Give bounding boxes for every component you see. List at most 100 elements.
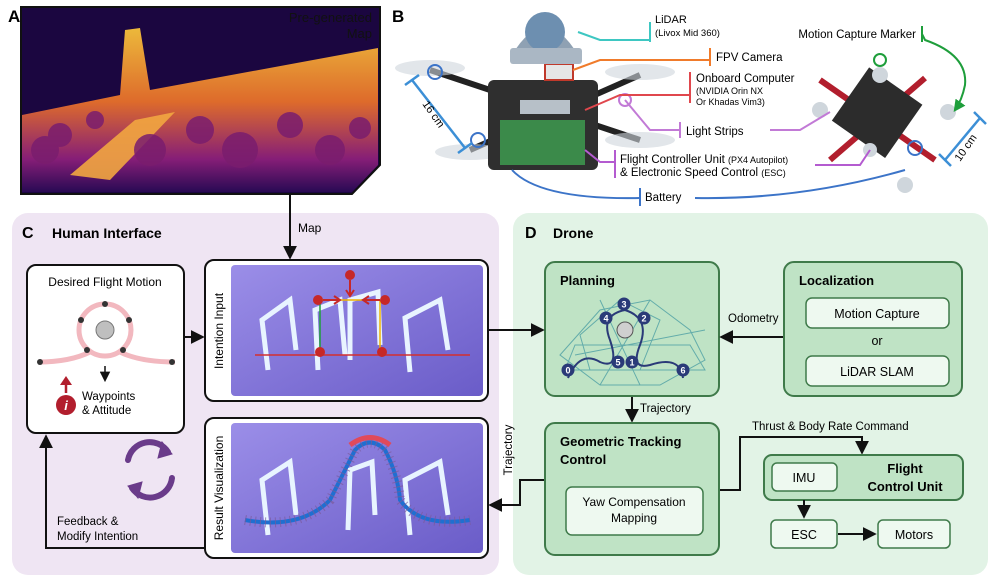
motion-capture-box — [805, 297, 950, 329]
yaw-compensation-label-1: Yaw Compensation — [582, 495, 685, 509]
planning-waypoint-number: 4 — [603, 314, 608, 324]
localization-title: Localization — [799, 273, 874, 288]
esc-label: ESC — [791, 528, 817, 542]
planning-waypoint-node — [676, 363, 690, 377]
dimension-right-label: 10 cm — [953, 132, 980, 163]
info-icon — [56, 395, 76, 415]
fpv-label: FPV Camera — [716, 52, 783, 64]
intention-drag-arrows — [323, 280, 380, 305]
info-icon-glyph: i — [64, 398, 68, 413]
geometric-tracking-title-1: Geometric Tracking — [560, 434, 681, 449]
feedback-label-2: Modify Intention — [57, 531, 138, 543]
light-strip-label: Light Strips — [686, 126, 744, 138]
trajectory-side-label: Trajectory — [503, 424, 515, 475]
light-strip-callout-right — [770, 111, 831, 131]
geometric-tracking-title-2: Control — [560, 452, 606, 467]
lidar-callout — [577, 31, 650, 41]
planning-waypoint-number: 2 — [641, 314, 646, 324]
trajectory-to-result-arrow — [488, 479, 544, 512]
motors-box — [877, 519, 951, 549]
thrust-command-label: Thrust & Body Rate Command — [752, 421, 909, 433]
planning-waypoint-node — [637, 311, 651, 325]
planning-waypoint-number: 5 — [615, 358, 620, 368]
dimension-left-label: 16 cm — [420, 99, 447, 130]
lidar-label: LiDAR — [655, 14, 687, 26]
onboard-label: Onboard Computer — [696, 73, 795, 85]
map-arrow-label: Map — [298, 221, 322, 235]
fcu-label-1: Flight Controller Unit (PX4 Autopilot) — [620, 154, 788, 166]
small-drone-image — [812, 53, 956, 193]
result-visualization-label: Result Visualization — [212, 436, 226, 541]
thrust-command-arrow — [720, 436, 869, 491]
fcu-label-2: & Electronic Speed Control (ESC) — [620, 167, 786, 179]
yaw-compensation-box — [565, 486, 704, 536]
planning-waypoint-node — [611, 355, 625, 369]
intention-gates — [259, 288, 451, 373]
planning-waypoint-node — [599, 311, 613, 325]
feedback-arrow — [39, 434, 205, 549]
fcu-callout — [584, 149, 615, 163]
panel-a-letter: A — [8, 7, 20, 26]
panel-c-letter: C — [22, 225, 34, 242]
map-title-line1: Pre-generated — [289, 10, 372, 25]
lidar-slam-box — [805, 355, 950, 387]
planning-waypoint-node — [561, 363, 575, 377]
battery-callout — [511, 169, 641, 200]
battery-label: Battery — [645, 192, 682, 204]
intention-input-scene — [231, 265, 483, 396]
light-strip-callout — [624, 99, 680, 131]
desired-flight-motion-title: Desired Flight Motion — [48, 275, 161, 289]
panel-b: B — [392, 7, 987, 206]
mocap-label: Motion Capture Marker — [798, 29, 916, 41]
onboard-model-2: Or Khadas Vim3) — [696, 97, 765, 107]
fcu-callout-right — [815, 149, 871, 166]
planning-waypoint-number: 1 — [629, 358, 634, 368]
desired-motion-loop — [37, 301, 176, 365]
odometry-label: Odometry — [728, 313, 779, 325]
lidar-slam-label: LiDAR SLAM — [840, 365, 914, 379]
fpv-callout — [572, 59, 710, 71]
flight-control-unit-title-2: Control Unit — [867, 479, 943, 494]
esc-box — [770, 519, 838, 549]
planning-title: Planning — [560, 273, 615, 288]
panel-b-letter: B — [392, 7, 404, 26]
result-trajectory — [244, 435, 471, 528]
motors-label: Motors — [895, 528, 933, 542]
map-ramp — [70, 112, 175, 180]
intention-waypoint-handles — [313, 270, 390, 357]
imu-box — [771, 462, 838, 492]
waypoints-label-1: Waypoints — [82, 391, 136, 403]
motion-capture-label: Motion Capture — [834, 307, 920, 321]
planning-waypoint-number: 0 — [565, 366, 570, 376]
map-title-line2: Map — [347, 26, 372, 41]
panel-c: C Human Interface Desired Flight Motion … — [12, 213, 499, 575]
mocap-callout — [921, 33, 967, 112]
onboard-model-1: (NVIDIA Orin NX — [696, 86, 763, 96]
imu-label: IMU — [793, 471, 816, 485]
map-trees — [31, 111, 371, 168]
onboard-callout — [584, 94, 690, 111]
panel-d-letter: D — [525, 225, 537, 242]
planning-waypoint-node — [617, 297, 631, 311]
panel-d-title: Drone — [553, 225, 594, 241]
or-label: or — [871, 334, 882, 348]
refresh-cycle-icon — [125, 439, 175, 501]
battery-callout-right — [694, 169, 906, 200]
trajectory-down-label: Trajectory — [640, 403, 691, 415]
lidar-model: (Livox Mid 360) — [655, 28, 720, 39]
flight-control-unit-title-1: Flight — [887, 461, 923, 476]
panel-c-title: Human Interface — [52, 225, 162, 241]
planning-waypoint-number: 3 — [621, 300, 626, 310]
intention-input-label: Intention Input — [212, 292, 226, 369]
waypoints-label-2: & Attitude — [82, 405, 131, 417]
yaw-compensation-label-2: Mapping — [611, 511, 657, 525]
large-drone-image — [395, 12, 675, 170]
planning-waypoint-node — [625, 355, 639, 369]
dimension-left: 16 cm — [404, 73, 473, 155]
feedback-label-1: Feedback & — [57, 516, 119, 528]
panel-a: A Pre-generated Map — [8, 6, 381, 195]
dimension-right: 10 cm — [938, 111, 987, 167]
